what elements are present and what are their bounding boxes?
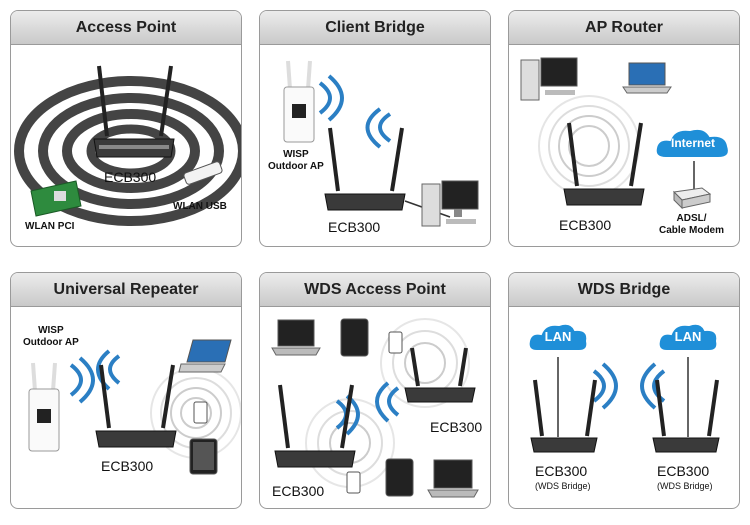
panel-ap-router: AP Router ECB300 Internet ADSL/ Cable Mo… xyxy=(508,10,740,247)
lan-cloud-icon xyxy=(657,322,719,352)
panel-title: Universal Repeater xyxy=(11,273,241,307)
wifi-waves-icon xyxy=(96,349,121,391)
desktop-computer-icon xyxy=(520,57,578,101)
device-label: ECB300 xyxy=(657,463,710,479)
panel-wds-bridge: WDS Bridge LAN LAN ECB300 (WDS Bridge) E… xyxy=(508,272,740,509)
cable-line xyxy=(557,357,559,437)
router-icon xyxy=(404,347,476,403)
device-label: ECB300 xyxy=(104,169,157,185)
wifi-waves-icon xyxy=(375,381,400,423)
wifi-waves-icon xyxy=(318,74,344,122)
tablet-icon xyxy=(340,318,369,357)
device-label: ECB300 xyxy=(559,217,612,233)
panel-universal-repeater: Universal Repeater WISP Outdoor AP ECB30… xyxy=(10,272,242,509)
internet-cloud-icon xyxy=(654,127,730,159)
panel-access-point: Access Point ECB300 WLAN USB WLAN PCI xyxy=(10,10,242,247)
lan-cloud-icon xyxy=(527,322,589,352)
panel-title: WDS Access Point xyxy=(260,273,490,307)
cable-line xyxy=(693,161,695,191)
laptop-icon xyxy=(178,339,232,373)
device-label: ECB300 xyxy=(272,483,325,499)
device-label: ECB300 xyxy=(101,458,154,474)
panel-title: WDS Bridge xyxy=(509,273,739,307)
signal-rings xyxy=(380,318,470,408)
device-label: ECB300 xyxy=(328,219,381,235)
internet-cloud-label: Internet xyxy=(670,136,715,150)
wifi-waves-icon xyxy=(365,107,392,149)
phone-icon xyxy=(346,471,361,494)
wlan-pci-label: WLAN PCI xyxy=(25,221,75,232)
device-label: ECB300 xyxy=(430,419,483,435)
panel-client-bridge: Client Bridge WISP Outdoor AP ECB300 xyxy=(259,10,491,247)
tablet-icon xyxy=(189,438,218,475)
lan-cloud-label: LAN xyxy=(544,329,572,344)
outdoor-ap-icon xyxy=(283,60,315,143)
panel-wds-access-point: WDS Access Point ECB300 ECB300 xyxy=(259,272,491,509)
router-icon xyxy=(563,122,645,206)
router-icon xyxy=(530,379,598,453)
cable-line xyxy=(687,357,689,437)
outdoor-ap-icon xyxy=(28,362,60,452)
laptop-icon xyxy=(427,459,479,498)
wifi-waves-icon xyxy=(592,362,618,410)
panel-title: Client Bridge xyxy=(260,11,490,45)
wisp-label: WISP Outdoor AP xyxy=(23,325,79,348)
phone-icon xyxy=(388,331,403,354)
wlan-usb-icon xyxy=(183,161,223,185)
wifi-waves-icon xyxy=(69,356,95,404)
wlan-usb-label: WLAN USB xyxy=(173,201,227,212)
router-icon xyxy=(324,127,406,211)
router-icon xyxy=(652,379,720,453)
router-icon xyxy=(274,384,356,468)
laptop-icon xyxy=(622,62,672,94)
tablet-icon xyxy=(385,458,414,497)
panel-title: AP Router xyxy=(509,11,739,45)
panel-title: Access Point xyxy=(11,11,241,45)
wlan-pci-icon xyxy=(30,180,82,217)
lan-cloud-label: LAN xyxy=(674,329,702,344)
modem-label: ADSL/ Cable Modem xyxy=(659,213,725,236)
router-icon xyxy=(93,65,175,158)
router-icon xyxy=(95,364,177,448)
mode-label: (WDS Bridge) xyxy=(535,481,591,491)
mode-label: (WDS Bridge) xyxy=(657,481,713,491)
modem-icon xyxy=(672,187,712,210)
concentric-rings xyxy=(14,76,241,226)
desktop-computer-icon xyxy=(421,180,479,227)
laptop-icon xyxy=(271,319,321,356)
wisp-label: WISP Outdoor AP xyxy=(268,149,324,172)
device-label: ECB300 xyxy=(535,463,588,479)
phone-icon xyxy=(193,401,208,424)
